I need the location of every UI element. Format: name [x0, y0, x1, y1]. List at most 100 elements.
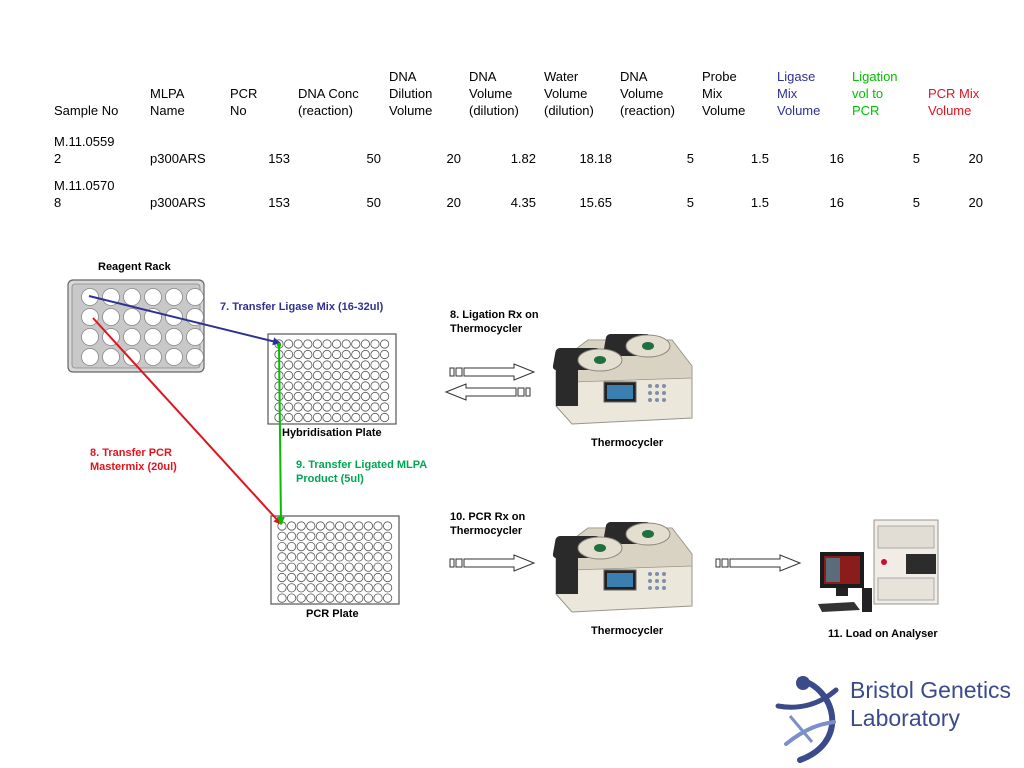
plate-well: [354, 593, 364, 603]
plate-well: [334, 541, 345, 552]
plate-well: [123, 348, 141, 366]
plate-well: [293, 412, 303, 423]
plate-well: [306, 562, 316, 572]
plate-well: [283, 360, 294, 370]
plate-well: [341, 360, 351, 370]
plate-well: [354, 572, 364, 583]
plate-well: [370, 391, 380, 402]
plate-well: [293, 381, 303, 391]
step7-ligase-transfer-label: 7. Transfer Ligase Mix (16-32ul): [220, 301, 384, 313]
plate-well: [277, 572, 287, 583]
plate-well: [277, 531, 287, 541]
plate-well: [315, 583, 325, 593]
step10-pcr-rx-label: 10. PCR Rx on Thermocycler: [450, 511, 526, 537]
plate-well: [370, 370, 380, 381]
plate-well: [286, 531, 297, 541]
plate-well: [382, 521, 393, 531]
plate-well: [373, 593, 383, 603]
col-header-water-volume: Water Volume (dilution): [544, 69, 594, 118]
plate-well: [360, 412, 370, 423]
plate-well: [334, 583, 345, 593]
plate-well: [306, 583, 316, 593]
thermocycler-icon-2: [552, 522, 693, 613]
plate-well: [360, 381, 370, 391]
cell-ligation-vol: 5: [912, 151, 920, 166]
plate-well: [306, 593, 316, 603]
plate-well: [354, 562, 364, 572]
plate-well: [351, 339, 361, 349]
plate-well: [286, 552, 297, 562]
plate-well: [360, 360, 370, 370]
plate-well: [144, 288, 162, 306]
plate-well: [303, 339, 313, 349]
plate-well: [293, 402, 303, 412]
plate-well: [123, 328, 141, 346]
plate-well: [283, 339, 294, 349]
cell-probe-mix-volume: 1.5: [750, 195, 769, 210]
to-thermocycler-arrow-2: [449, 554, 536, 572]
plate-well: [363, 531, 373, 541]
plate-well: [303, 402, 313, 412]
plate-well: [382, 583, 393, 593]
plate-well: [123, 308, 141, 326]
step8-ligation-rx-label: 8. Ligation Rx on Thermocycler: [450, 309, 539, 335]
plate-well: [315, 531, 325, 541]
plate-well: [360, 402, 370, 412]
plate-well: [354, 531, 364, 541]
col-header-sample-no: Sample No: [54, 103, 119, 118]
col-header-pcr-no: PCR No: [230, 86, 258, 118]
bristol-genetics-logo-mark: [775, 676, 839, 763]
cell-dna-volume-dilution: 1.82: [510, 151, 536, 166]
plate-well: [286, 572, 297, 583]
plate-well: [325, 583, 335, 593]
plate-well: [373, 572, 383, 583]
plate-well: [373, 562, 383, 572]
plate-well: [354, 552, 364, 562]
plate-well: [315, 521, 325, 531]
plate-well: [306, 531, 316, 541]
plate-well: [334, 572, 345, 583]
plate-well: [363, 552, 373, 562]
to-analyser-arrow: [715, 554, 802, 572]
plate-well: [303, 370, 313, 381]
col-header-dna-dilution-volume: DNA Dilution Volume: [389, 69, 433, 118]
col-header-ligase-mix-volume: Ligase Mix Volume: [777, 69, 821, 118]
reagent-rack: [67, 279, 205, 373]
plate-well: [293, 360, 303, 370]
from-thermocycler-arrow: [444, 383, 531, 401]
plate-well: [382, 572, 393, 583]
plate-well: [306, 552, 316, 562]
plate-well: [334, 562, 345, 572]
plate-well: [370, 339, 380, 349]
plate-well: [341, 391, 351, 402]
plate-well: [102, 308, 120, 326]
plate-well: [81, 308, 99, 326]
plate-well: [344, 562, 354, 572]
plate-well: [286, 541, 297, 552]
plate-well: [331, 402, 342, 412]
plate-well: [303, 349, 313, 360]
plate-well: [344, 521, 354, 531]
col-header-mlpa-name: MLPA Name: [150, 86, 185, 118]
cell-mlpa-name: p300ARS: [150, 151, 206, 166]
col-header-dna-volume-reaction: DNA Volume (reaction): [620, 69, 675, 118]
plate-well: [363, 562, 373, 572]
plate-well: [186, 348, 204, 366]
cell-pcr-no: 153: [268, 195, 290, 210]
plate-well: [379, 402, 390, 412]
cell-ligase-mix-volume: 16: [829, 151, 844, 166]
plate-well: [144, 348, 162, 366]
plate-well: [81, 348, 99, 366]
plate-well: [306, 572, 316, 583]
cell-dna-conc: 50: [366, 151, 381, 166]
cell-ligation-vol: 5: [912, 195, 920, 210]
plate-well: [312, 402, 322, 412]
plate-well: [331, 360, 342, 370]
plate-well: [312, 339, 322, 349]
plate-well: [283, 370, 294, 381]
plate-well: [102, 348, 120, 366]
ligated-product-transfer-arrow: [276, 343, 285, 525]
plate-well: [341, 349, 351, 360]
plate-well: [341, 370, 351, 381]
